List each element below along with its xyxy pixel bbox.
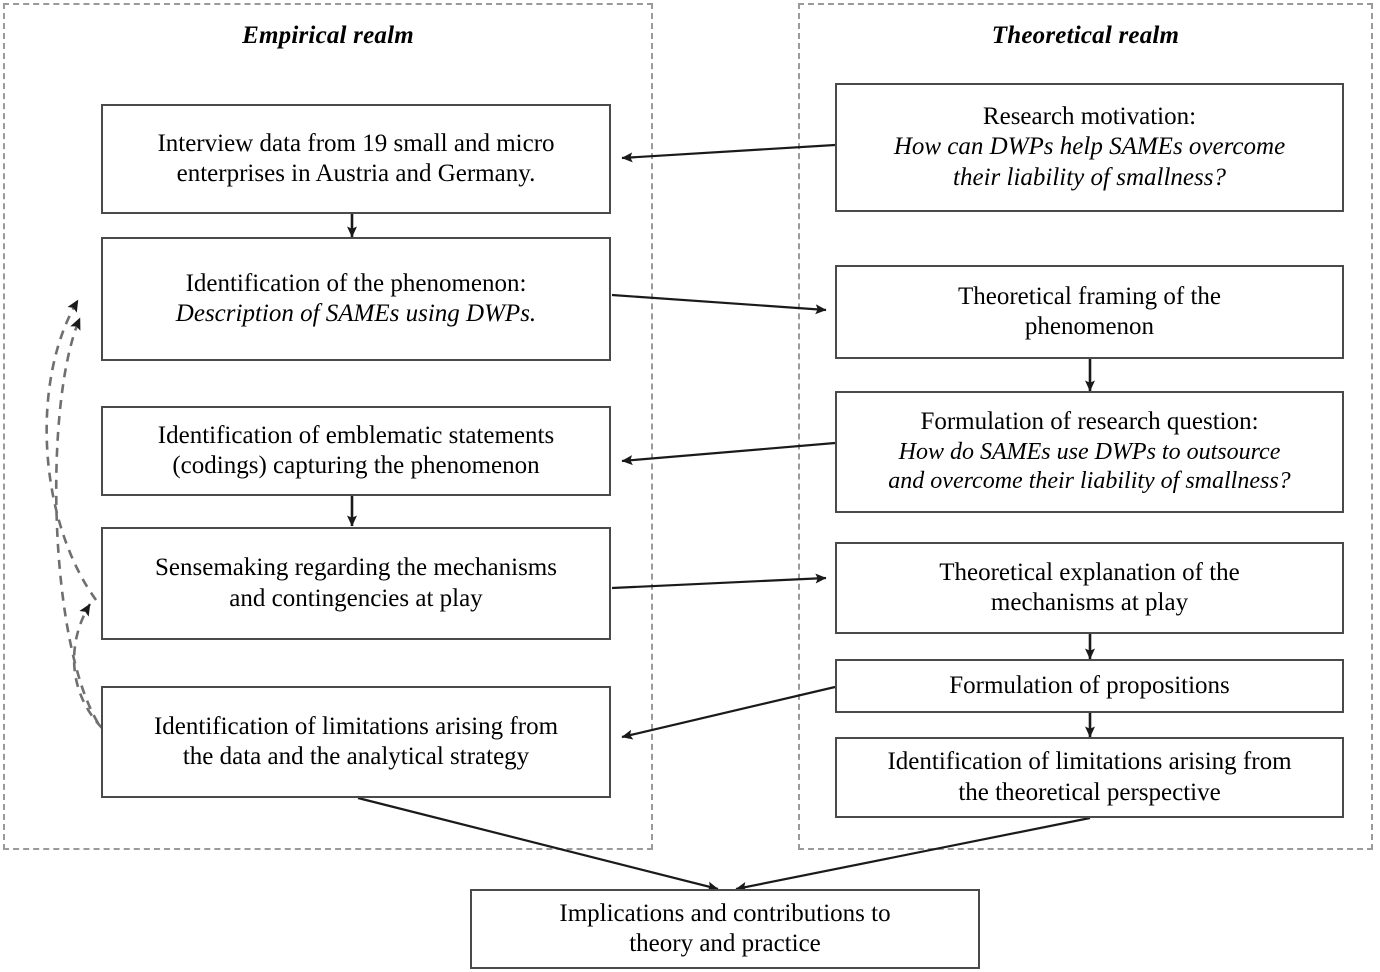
node-line: the data and the analytical strategy <box>182 743 530 770</box>
node-line: Theoretical framing of the <box>957 282 1222 310</box>
node-line: Formulation of propositions <box>949 671 1230 699</box>
node-formulation-of-propositions[interactable]: Formulation of propositions <box>835 659 1344 713</box>
node-line: the theoretical perspective <box>958 778 1221 806</box>
node-identification-of-emblematic-statements[interactable]: Identification of emblematic statements … <box>101 406 611 496</box>
node-line: mechanisms at play <box>990 589 1189 616</box>
node-line: Implications and contributions to <box>559 899 891 927</box>
node-line: Identification of limitations arising fr… <box>153 712 559 740</box>
realm-title-theoretical: Theoretical realm <box>991 22 1180 49</box>
node-line: phenomenon <box>1024 313 1155 340</box>
node-line: Identification of emblematic statements <box>157 421 555 449</box>
node-sensemaking-mechanisms[interactable]: Sensemaking regarding the mechanisms and… <box>101 527 611 640</box>
node-implications-and-contributions[interactable]: Implications and contributions to theory… <box>470 889 980 969</box>
node-identification-of-phenomenon[interactable]: Identification of the phenomenon: Descri… <box>101 237 611 361</box>
node-line: Identification of limitations arising fr… <box>887 748 1292 775</box>
node-line: (codings) capturing the phenomenon <box>172 452 540 479</box>
node-line: How do SAMEs use DWPs to outsource <box>898 438 1281 465</box>
node-identification-of-data-limitations[interactable]: Identification of limitations arising fr… <box>101 686 611 798</box>
node-line: Research motivation: <box>982 102 1197 130</box>
node-line: and overcome their liability of smallnes… <box>888 468 1291 495</box>
node-theoretical-framing[interactable]: Theoretical framing of the phenomenon <box>835 265 1344 359</box>
node-line: How can DWPs help SAMEs overcome <box>893 133 1286 161</box>
node-line: Identification of the phenomenon: <box>185 269 527 297</box>
node-line: Interview data from 19 small and micro <box>157 129 555 157</box>
realm-title-empirical: Empirical realm <box>242 22 414 49</box>
node-line: Sensemaking regarding the mechanisms <box>155 554 557 581</box>
node-line: their liability of smallness? <box>953 163 1226 191</box>
node-theoretical-explanation[interactable]: Theoretical explanation of the mechanism… <box>835 542 1344 634</box>
node-formulation-of-research-question[interactable]: Formulation of research question: How do… <box>835 391 1344 513</box>
realm-container-empirical <box>3 3 653 850</box>
node-identification-of-theoretical-limitations[interactable]: Identification of limitations arising fr… <box>835 737 1344 818</box>
node-line: theory and practice <box>629 930 821 957</box>
node-line: enterprises in Austria and Germany. <box>176 160 536 187</box>
node-line: Description of SAMEs using DWPs. <box>175 300 537 327</box>
node-interview-data[interactable]: Interview data from 19 small and micro e… <box>101 104 611 214</box>
node-research-motivation[interactable]: Research motivation: How can DWPs help S… <box>835 83 1344 212</box>
node-line: and contingencies at play <box>229 584 483 612</box>
node-line: Formulation of research question: <box>920 408 1259 436</box>
node-line: Theoretical explanation of the <box>939 558 1240 586</box>
